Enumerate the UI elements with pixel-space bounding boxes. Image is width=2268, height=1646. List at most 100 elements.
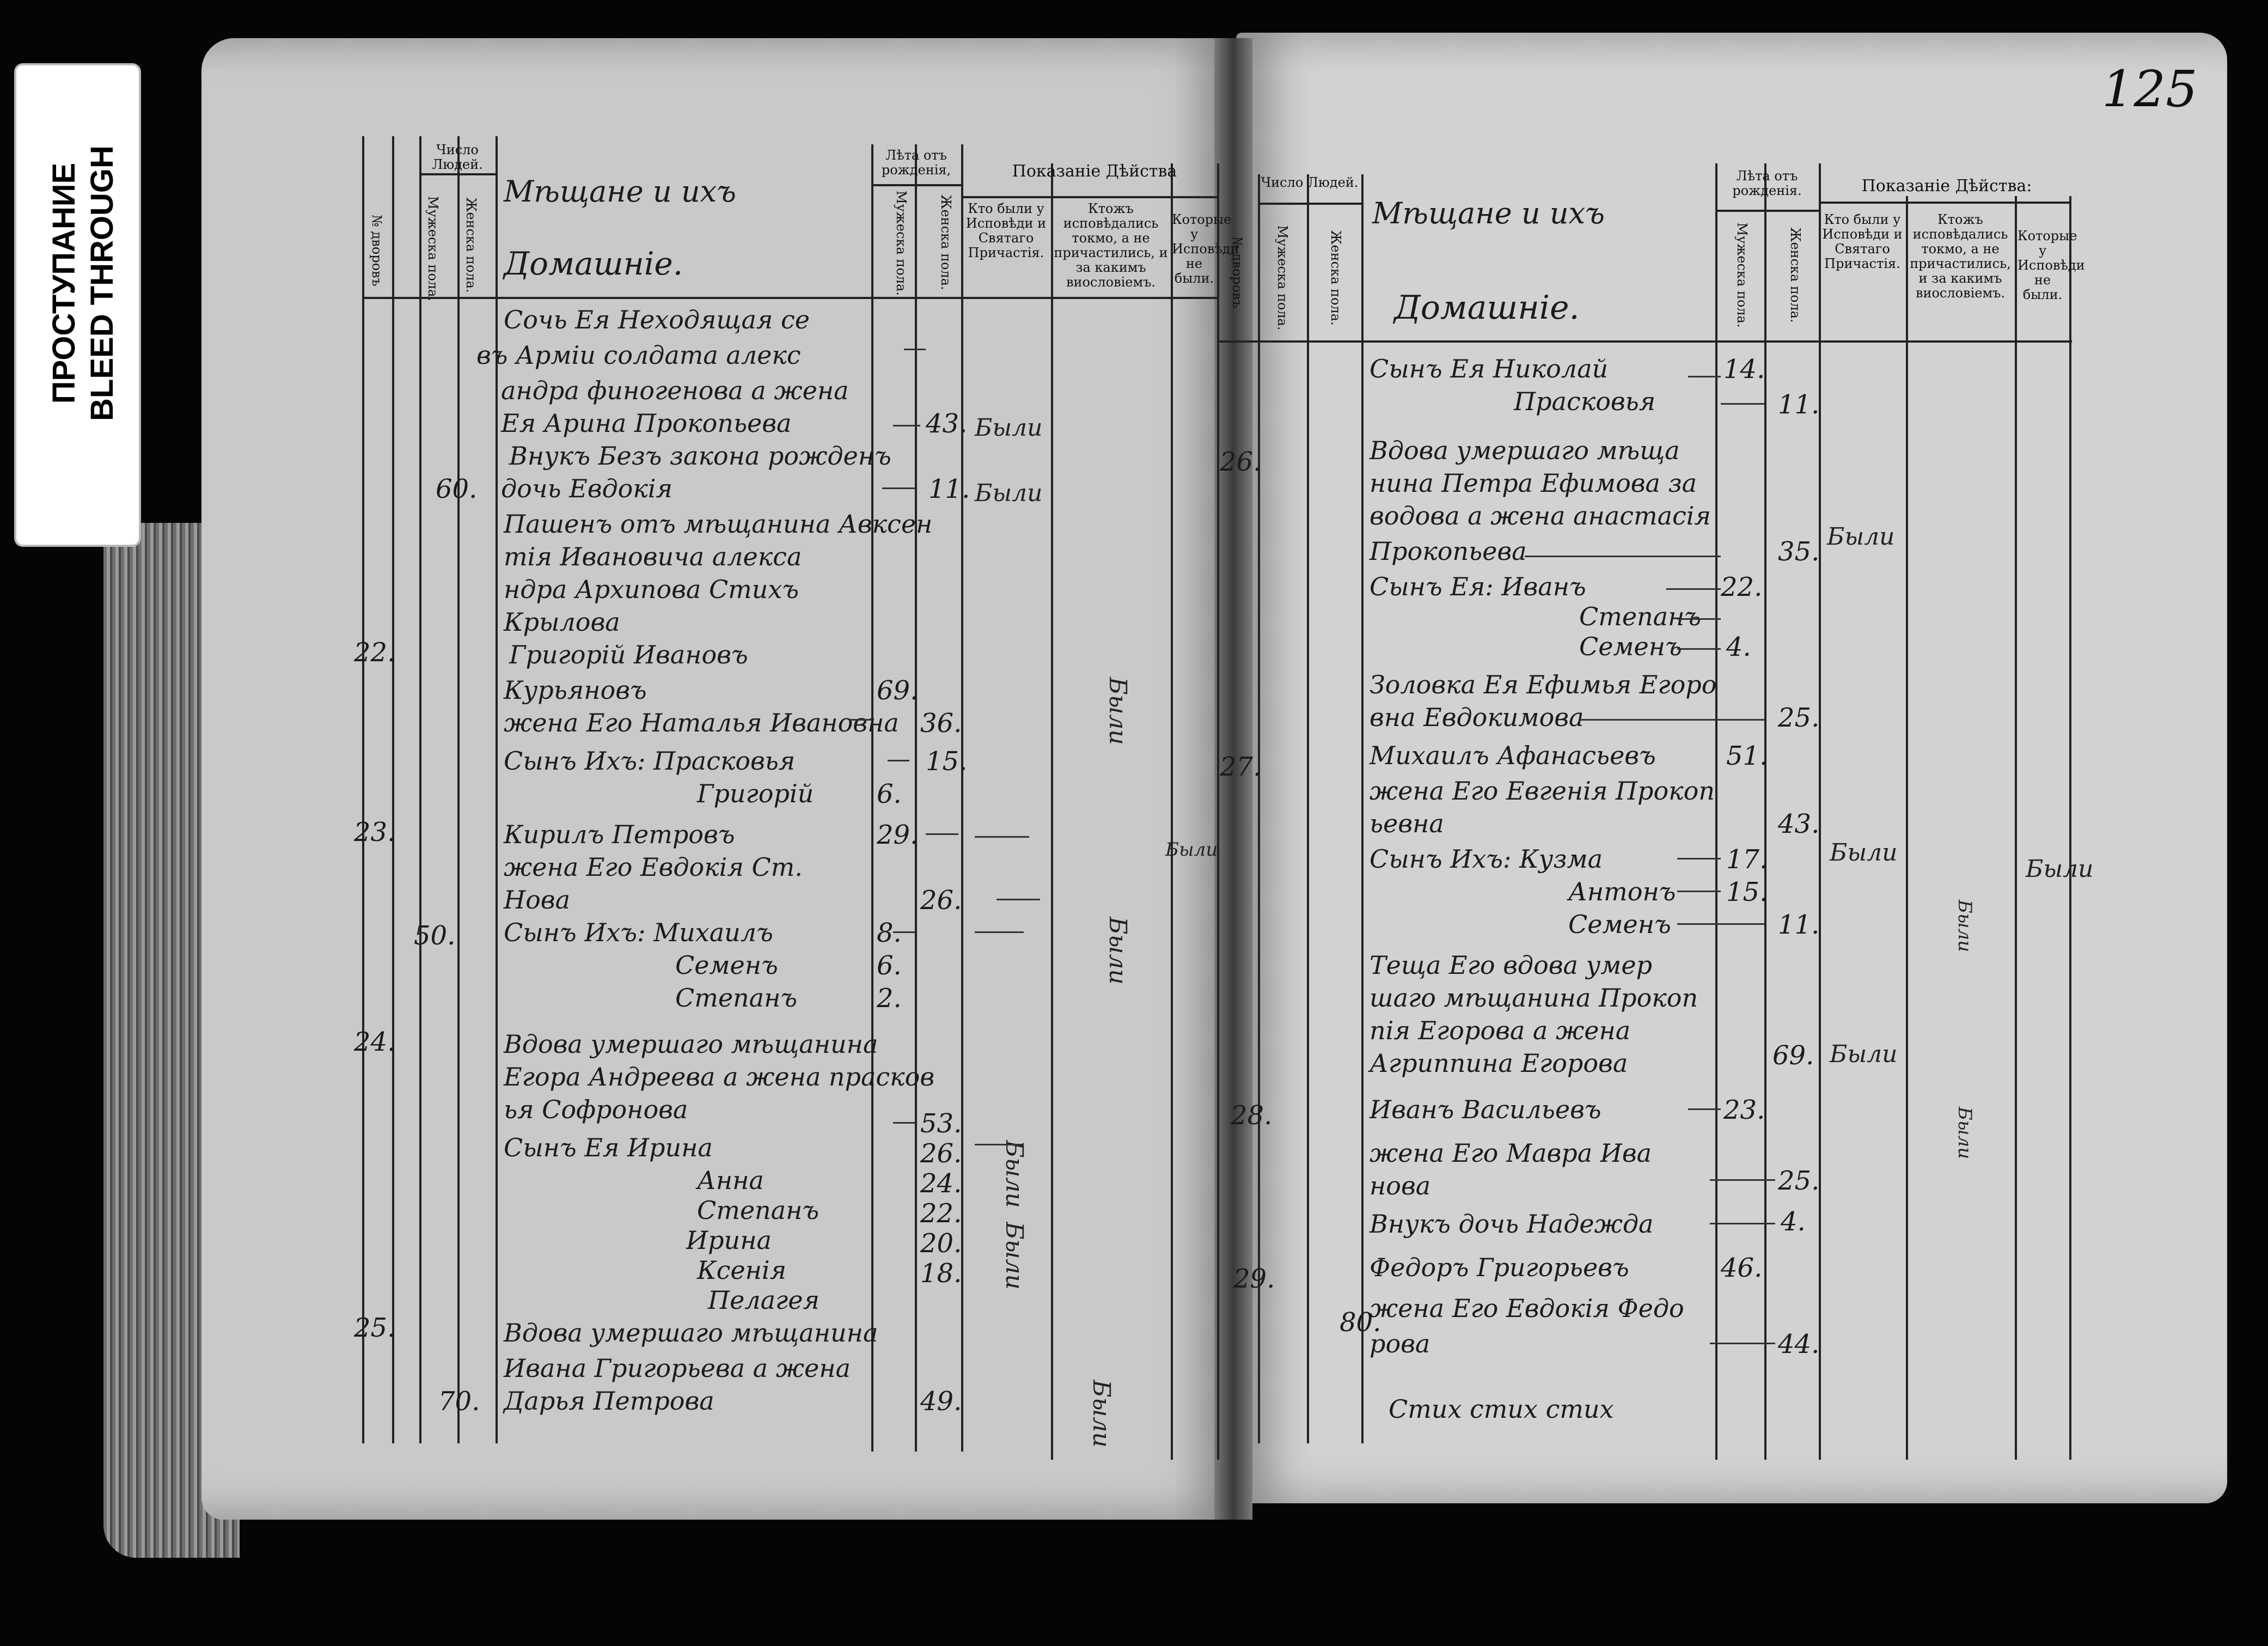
left-line: Курьяновъ — [504, 675, 647, 705]
left-rule — [871, 144, 873, 1452]
left-line: Пелагея — [708, 1285, 820, 1315]
right-age-female: 69. — [1772, 1040, 1814, 1071]
left-line: Сынъ Ея Ирина — [504, 1133, 713, 1162]
fill-dash — [849, 719, 871, 721]
right-col-age: Лѣта отъ рожденія. — [1732, 168, 1802, 198]
right-header-rule — [1217, 340, 2072, 343]
right-age-male: 14. — [1723, 354, 1765, 385]
right-yard-number: 28. — [1231, 1100, 1273, 1131]
right-confession-mark: Были — [1830, 839, 1898, 867]
left-line: ья Софронова — [504, 1095, 688, 1124]
left-age-female: 36. — [920, 708, 962, 739]
right-line: Сынъ Ея: Иванъ — [1370, 572, 1586, 601]
left-rule — [915, 144, 917, 1452]
left-line: ндра Архипова Стихъ — [504, 575, 799, 604]
left-confession-mark: Были — [1165, 839, 1218, 861]
right-rule — [1715, 163, 1717, 1460]
left-yard-number: 24. — [354, 1027, 396, 1057]
fill-dash — [975, 836, 1029, 838]
left-line: Вдова умершаго мѣщанина — [504, 1029, 878, 1059]
left-age-female: 22. — [920, 1198, 962, 1229]
fill-dash — [1677, 648, 1721, 650]
left-yard-number: 25. — [354, 1313, 396, 1343]
right-line: Теща Его вдова умер — [1370, 950, 1653, 980]
left-heading-2: Домашніе. — [504, 245, 683, 282]
fill-dash — [893, 931, 915, 933]
right-col-people-count: Число Людей. — [1261, 175, 1359, 190]
left-confession-mark: Были — [1103, 917, 1132, 985]
right-rule — [1764, 163, 1766, 1460]
left-age-female: 43. — [926, 409, 968, 439]
right-header-rule — [1819, 202, 2069, 204]
right-rule — [2069, 196, 2071, 1460]
left-age-female: 49. — [920, 1386, 962, 1417]
left-heading-1: Мѣщане и ихъ — [504, 174, 737, 209]
fill-dash — [1710, 1343, 1775, 1344]
right-rule — [1361, 174, 1364, 1443]
left-line: Пашенъ отъ мѣщанина Авксен — [504, 509, 933, 539]
right-confession-mark: Были — [2026, 855, 2094, 883]
right-col-male: Мужеска пола. — [1275, 225, 1290, 331]
left-age-female: 15. — [926, 746, 968, 777]
left-yard-number: 22. — [354, 637, 396, 668]
fill-dash — [893, 1122, 915, 1124]
right-rule — [1819, 163, 1821, 1460]
left-age-male: 6. — [877, 950, 902, 981]
right-col-age-male: Мужеска пола. — [1734, 222, 1750, 328]
left-confession-mark: Были — [1103, 677, 1132, 745]
left-line: андра финогенова а жена — [501, 376, 849, 405]
fill-dash — [882, 487, 915, 489]
left-line: жена Его Наталья Ивановна — [504, 708, 899, 737]
left-line: тія Ивановича алекса — [504, 542, 802, 571]
right-heading-1: Мѣщане и ихъ — [1372, 196, 1605, 230]
left-age-female: 24. — [920, 1168, 962, 1199]
right-line: Антонъ — [1568, 877, 1676, 906]
left-acts-title: Показаніе Дѣйства — [1012, 162, 1177, 181]
right-age-male: 51. — [1726, 741, 1768, 771]
left-col-people-count: Число Людей. — [432, 142, 483, 172]
right-col-female: Женска пола. — [1328, 230, 1343, 326]
left-line: Ея Арина Прокопьева — [501, 409, 792, 438]
fill-dash — [1579, 719, 1764, 721]
right-confession-mark: Были — [1827, 523, 1895, 551]
right-line: Агриппина Егорова — [1370, 1048, 1628, 1078]
right-rule — [1307, 174, 1309, 1443]
left-age-female: 20. — [920, 1228, 962, 1259]
right-line: пія Егорова а жена — [1370, 1016, 1631, 1045]
right-line: шаго мѣщанина Прокоп — [1370, 983, 1698, 1013]
right-age-male: 15. — [1726, 877, 1768, 907]
right-rule — [1906, 196, 1908, 1460]
right-heading-2: Домашніе. — [1394, 289, 1580, 327]
right-line: водова а жена анастасія — [1370, 501, 1711, 531]
left-rule — [1051, 163, 1053, 1460]
right-age-male: 23. — [1723, 1095, 1765, 1125]
left-age-male: 2. — [877, 983, 902, 1014]
left-age-male: 29. — [877, 820, 919, 850]
right-rule — [1217, 174, 1219, 1443]
right-age-male: 17. — [1726, 844, 1768, 875]
fill-dash — [1688, 376, 1721, 377]
left-rule — [392, 136, 394, 1443]
left-line: въ Арміи солдата алекс — [476, 340, 801, 370]
right-col-confessed: Кто были у Исповѣди и Святаго Причастія. — [1822, 212, 1903, 271]
right-line: Сынъ Ихъ: Кузма — [1370, 844, 1603, 874]
left-confession-mark: Были — [1087, 1380, 1115, 1448]
left-line: Вдова умершаго мѣщанина — [504, 1318, 878, 1348]
right-line: жена Его Мавра Ива — [1370, 1138, 1652, 1168]
fill-dash — [1666, 588, 1721, 590]
left-line: Егора Андреева а жена прасков — [504, 1062, 935, 1092]
fill-dash — [975, 1144, 1024, 1145]
right-line: Золовка Ея Ефимья Егоро — [1370, 670, 1717, 699]
right-line: нина Петра Ефимова за — [1370, 468, 1697, 498]
fill-dash — [997, 899, 1040, 900]
left-col-not: Которые у Исповѣди не были. — [1172, 212, 1239, 286]
fill-dash — [926, 833, 958, 835]
left-col-confessed: Кто были у Исповѣди и Святаго Причастія. — [965, 201, 1047, 260]
right-line: Сынъ Ея Николай — [1370, 354, 1609, 383]
left-yard-number: 23. — [354, 817, 396, 848]
left-age-female: 11. — [928, 474, 970, 504]
fill-dash — [975, 931, 1024, 933]
tag-label-en: BLEED THROUGH — [84, 145, 120, 421]
right-page — [1236, 33, 2227, 1503]
right-line: Михаилъ Афанасьевъ — [1370, 741, 1656, 770]
